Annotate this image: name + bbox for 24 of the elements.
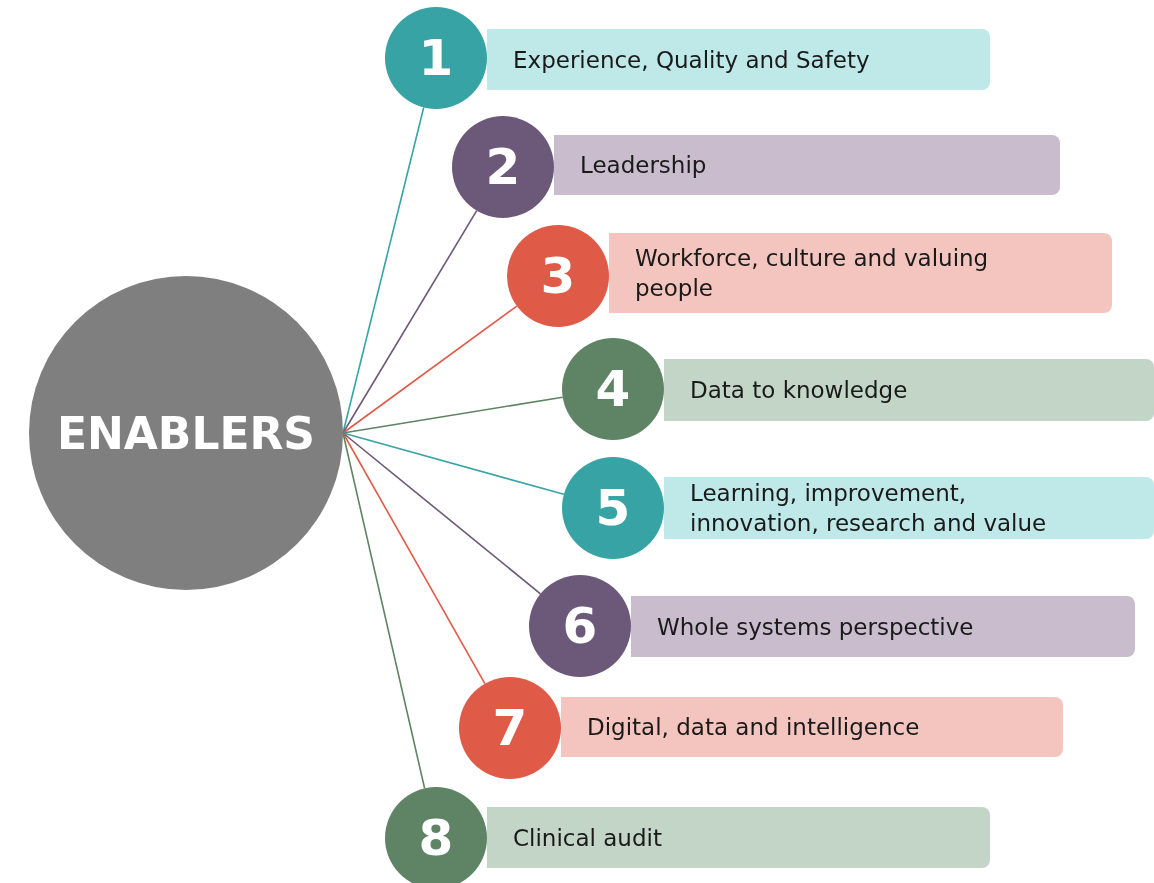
connector-line <box>342 305 518 434</box>
number-circle: 2 <box>452 116 554 218</box>
connector-line <box>342 432 565 496</box>
label-bar: Learning, improvement, innovation, research and value <box>664 477 1154 539</box>
number-circle: 3 <box>507 225 609 327</box>
label-bar: Digital, data and intelligence <box>561 697 1063 757</box>
number-circle: 6 <box>529 575 631 677</box>
number-circle: 1 <box>385 7 487 109</box>
label-bar: Leadership <box>554 135 1060 195</box>
connector-line <box>342 396 564 434</box>
connector-line <box>342 432 542 595</box>
label-bar: Data to knowledge <box>664 359 1154 421</box>
connector-line <box>342 209 478 434</box>
connector-line <box>342 432 486 685</box>
label-bar: Workforce, culture and valuing people <box>609 233 1112 313</box>
number-circle: 4 <box>562 338 664 440</box>
number-circle: 5 <box>562 457 664 559</box>
connector-line <box>342 432 426 790</box>
number-circle: 7 <box>459 677 561 779</box>
label-bar: Experience, Quality and Safety <box>487 29 990 90</box>
label-bar: Whole systems perspective <box>631 596 1135 657</box>
hub-circle: ENABLERS <box>29 276 343 590</box>
label-bar: Clinical audit <box>487 807 990 868</box>
number-circle: 8 <box>385 787 487 883</box>
